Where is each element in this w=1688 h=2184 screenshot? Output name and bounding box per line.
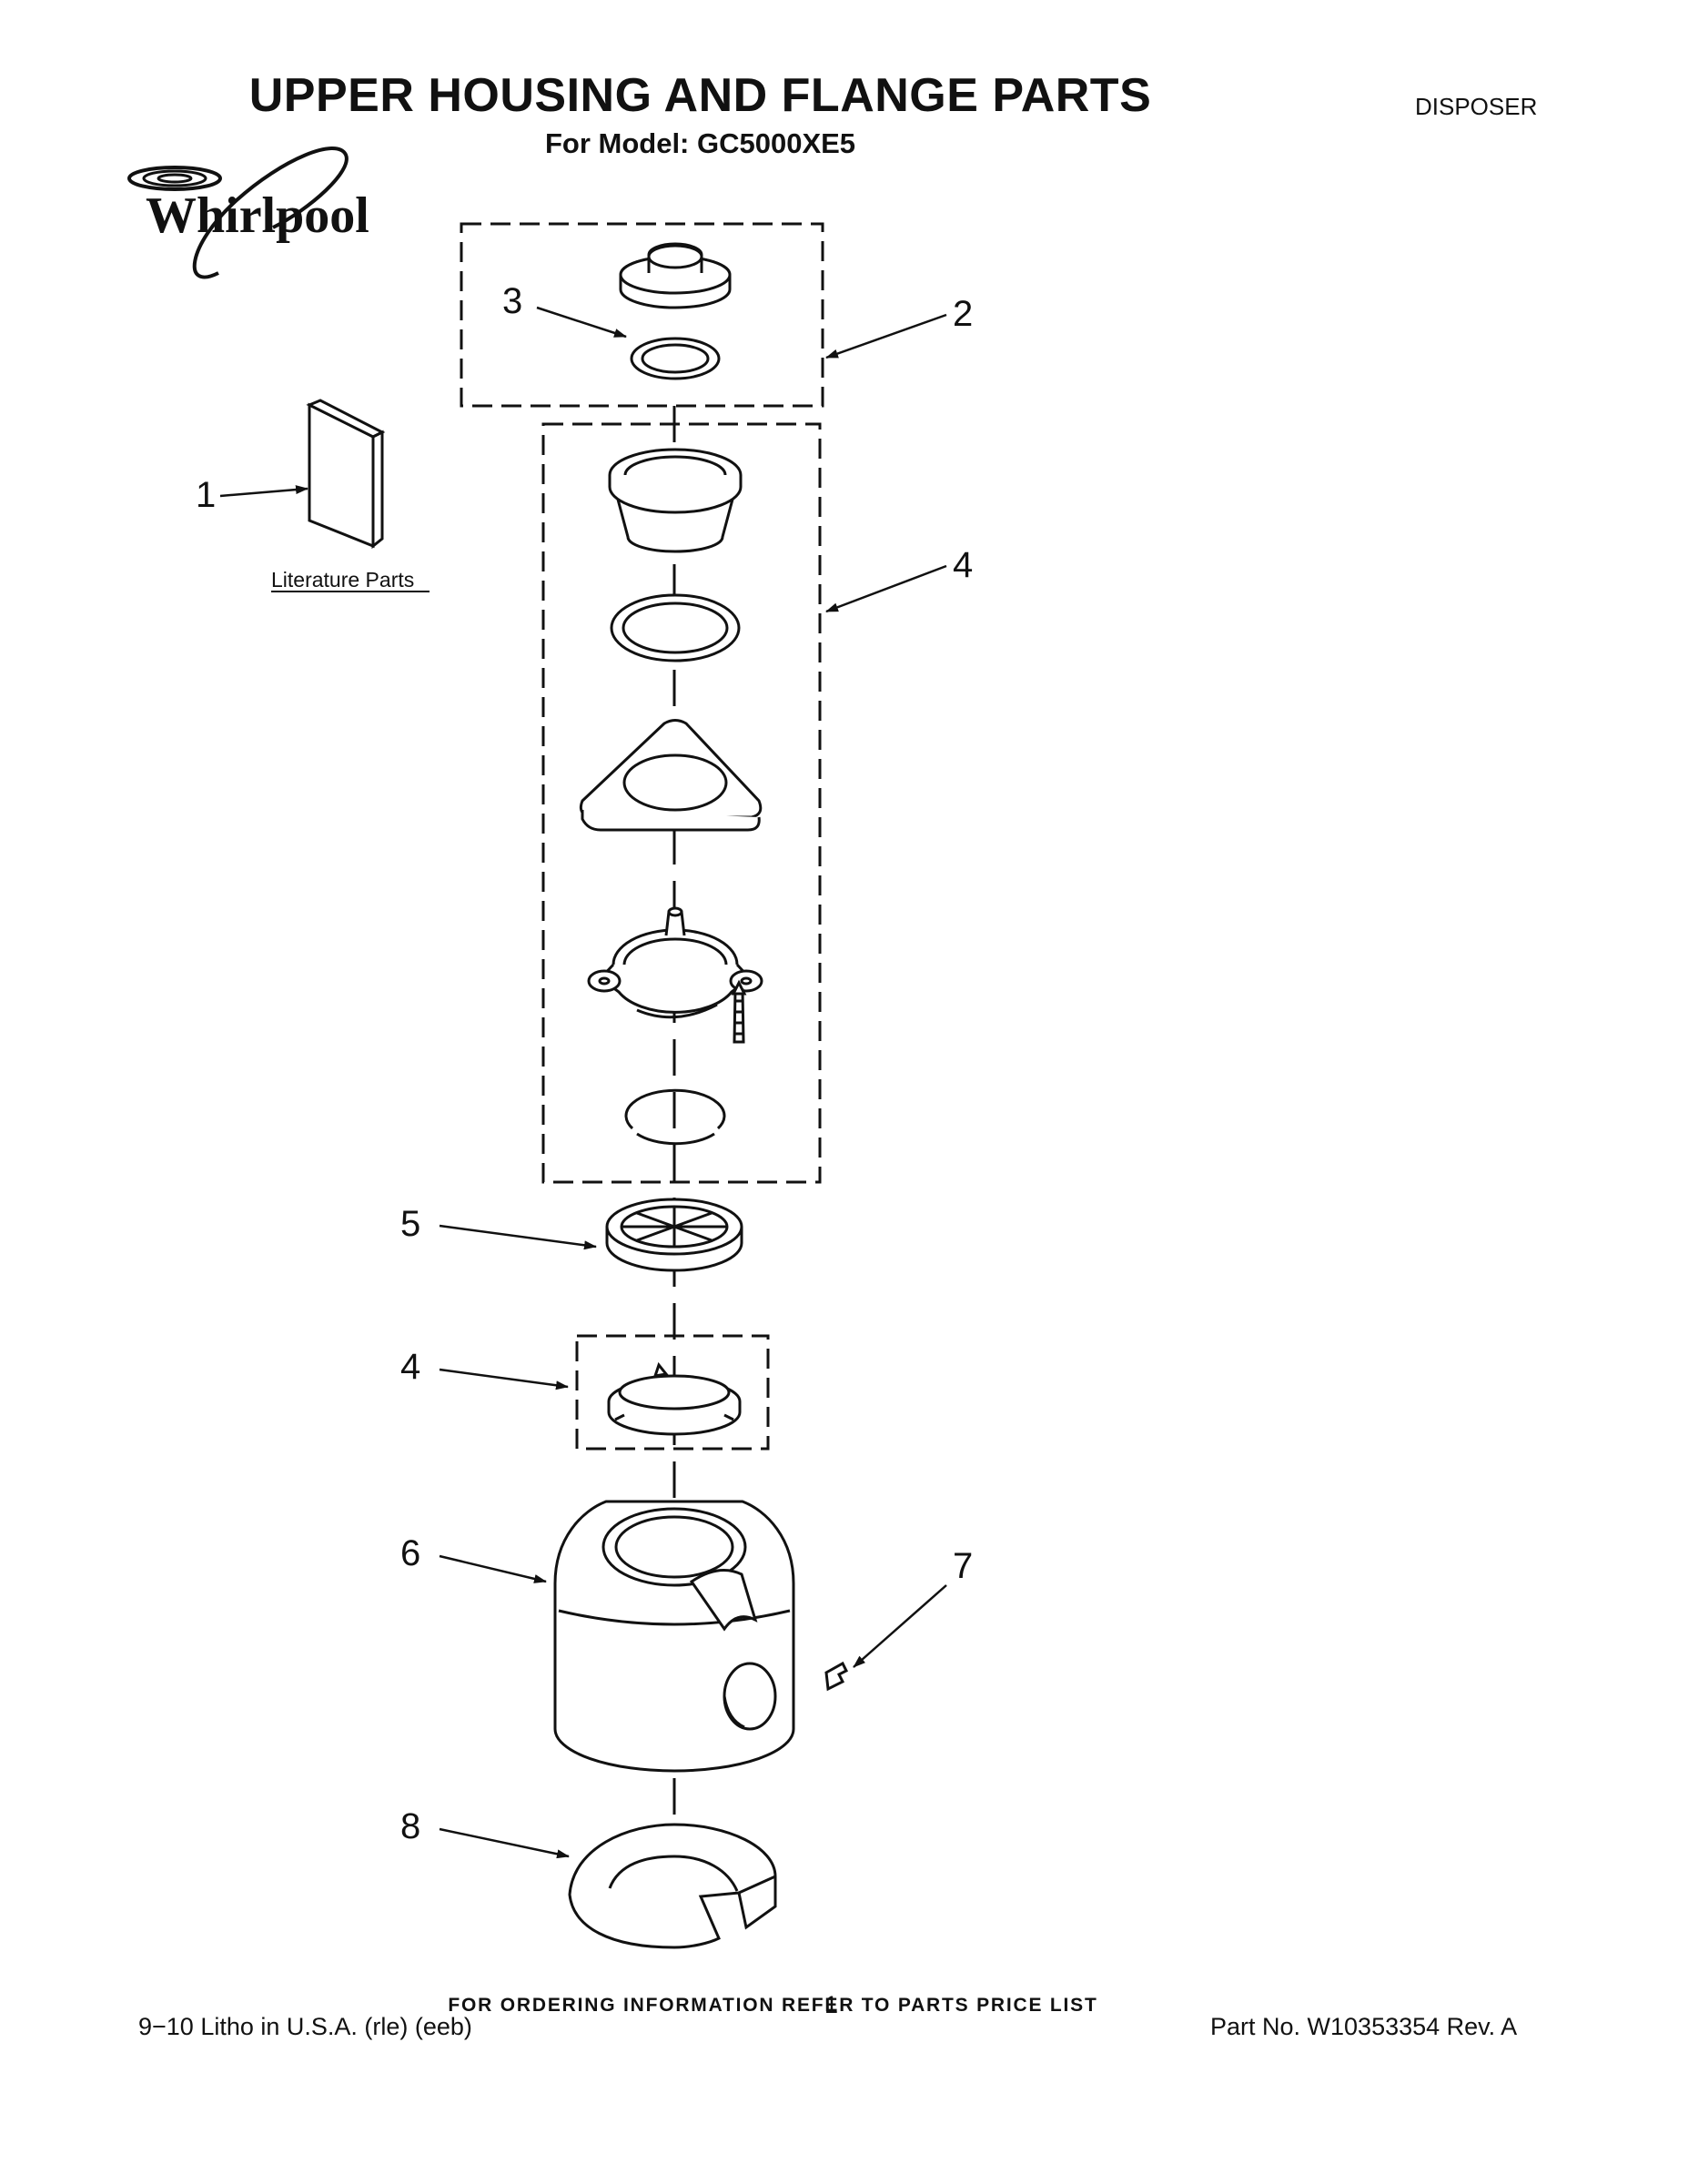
lower-mounting-ring-part — [607, 1361, 742, 1436]
leader-line-4a — [825, 564, 947, 613]
page-number: 1 — [824, 1991, 839, 2018]
callout-6: 6 — [400, 1533, 420, 1573]
fiber-gasket-part — [610, 593, 741, 662]
callout-7: 7 — [953, 1546, 973, 1586]
callout-4b: 4 — [400, 1347, 420, 1387]
leader-line-4b — [439, 1368, 569, 1390]
logo-wordmark: Whirlpool — [146, 187, 369, 244]
leader-line-2 — [825, 313, 947, 359]
leader-line-1 — [219, 485, 308, 498]
leader-line-8 — [439, 1827, 570, 1859]
callout-4a: 4 — [953, 545, 973, 585]
mounting-ring-part — [587, 906, 763, 1019]
callout-5: 5 — [400, 1204, 420, 1244]
mounting-ring-group-box — [575, 1334, 770, 1451]
page-title: UPPER HOUSING AND FLANGE PARTS — [248, 69, 1152, 122]
snap-ring-part — [624, 1088, 726, 1146]
callout-2: 2 — [953, 294, 973, 334]
stopper-gasket-part — [630, 337, 721, 380]
model-subtitle: For Model: GC5000XE5 — [544, 127, 856, 159]
literature-part-item-1 — [306, 399, 386, 550]
literature-parts-label: Literature Parts — [271, 568, 414, 592]
backup-ring-part — [579, 719, 763, 832]
leader-line-5 — [439, 1224, 597, 1250]
leader-line-3 — [536, 306, 627, 339]
stopper-kit-group-box — [460, 222, 824, 408]
leader-line-6 — [439, 1554, 547, 1583]
housing-clip-part — [824, 1661, 849, 1692]
print-info: 9−10 Litho in U.S.A. (rle) (eeb) — [138, 2013, 472, 2040]
mounting-screw-part — [731, 979, 747, 1044]
part-number: Part No. W10353354 Rev. A — [1210, 2013, 1518, 2040]
mounting-assembly-group-box — [541, 422, 822, 1184]
leader-line-7 — [853, 1584, 947, 1668]
ordering-info-note: FOR ORDERING INFORMATION REFER TO PARTS … — [448, 1995, 1098, 2016]
upper-housing-part — [553, 1500, 795, 1773]
sink-flange-part — [608, 448, 743, 553]
callout-3: 3 — [502, 281, 522, 321]
callout-1: 1 — [196, 475, 216, 515]
stopper-part — [619, 242, 732, 309]
housing-trim-part — [568, 1823, 777, 1949]
product-category: DISPOSER — [1415, 93, 1538, 120]
callout-8: 8 — [400, 1806, 420, 1846]
splash-guard-part — [605, 1198, 743, 1272]
logo-swirl-icon — [127, 147, 349, 279]
whirlpool-logo: Whirlpool — [127, 147, 369, 279]
